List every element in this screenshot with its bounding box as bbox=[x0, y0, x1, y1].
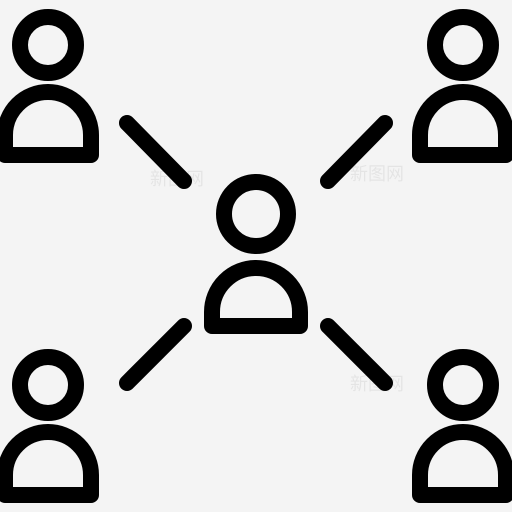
person-head bbox=[12, 349, 84, 421]
person-body bbox=[412, 84, 512, 163]
connector-lines bbox=[119, 115, 393, 391]
person-head bbox=[12, 9, 84, 81]
person-head bbox=[216, 174, 296, 254]
connector-line bbox=[320, 318, 393, 391]
person-top-left bbox=[0, 9, 99, 163]
person-bottom-left bbox=[0, 349, 99, 503]
person-body bbox=[0, 424, 99, 503]
person-bottom-right bbox=[412, 349, 512, 503]
person-head bbox=[427, 9, 499, 81]
connector-line bbox=[119, 318, 192, 391]
person-body bbox=[412, 424, 512, 503]
person-head bbox=[427, 349, 499, 421]
connector-line bbox=[320, 115, 393, 189]
watermark-text: 新图网 bbox=[350, 164, 404, 185]
connector-line bbox=[119, 115, 192, 189]
person-top-right bbox=[412, 9, 512, 163]
person-center bbox=[204, 174, 308, 334]
people-group bbox=[0, 9, 512, 503]
person-body bbox=[0, 84, 99, 163]
person-body bbox=[204, 260, 308, 334]
